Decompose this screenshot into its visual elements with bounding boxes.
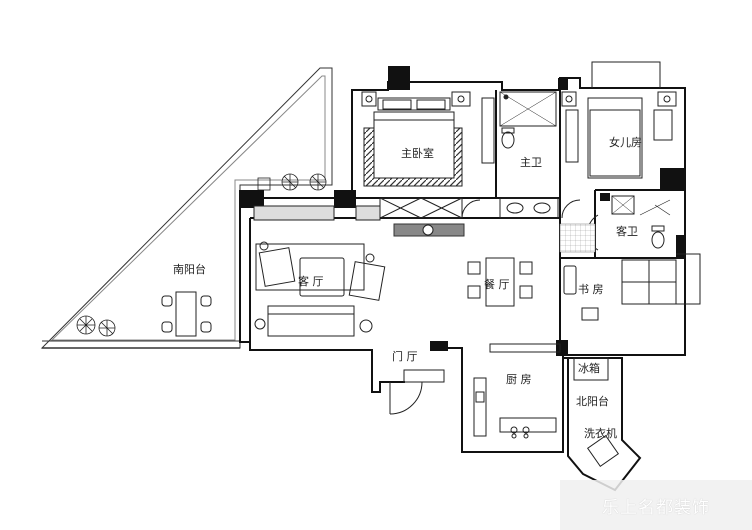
label-north-balcony: 北阳台 bbox=[576, 394, 609, 408]
daughter-room-furniture bbox=[561, 61, 677, 179]
kitchen-fixtures bbox=[473, 343, 561, 439]
watermark: 乐上名都装饰 bbox=[560, 480, 752, 530]
entry-door bbox=[389, 369, 445, 415]
study-furniture bbox=[563, 253, 701, 321]
label-daughter-room: 女儿房 bbox=[609, 135, 642, 149]
label-study: 书 房 bbox=[578, 283, 604, 296]
dining-furniture bbox=[467, 257, 533, 307]
floor-tile-strip bbox=[559, 223, 596, 253]
label-guest-bath: 客卫 bbox=[616, 224, 638, 238]
hallway-cabinets bbox=[379, 109, 581, 219]
label-kitchen: 厨 房 bbox=[506, 373, 532, 386]
label-entry-hall: 门 厅 bbox=[392, 349, 418, 363]
master-bedroom-furniture bbox=[361, 91, 471, 187]
north-balcony-fixtures bbox=[573, 357, 620, 468]
label-master-bedroom: 主卧室 bbox=[401, 146, 434, 160]
master-bath-fixtures bbox=[481, 91, 559, 219]
south-balcony-outline bbox=[40, 67, 333, 349]
label-master-bath: 主卫 bbox=[520, 156, 542, 169]
label-laundry: 洗衣机 bbox=[584, 426, 617, 440]
label-south-balcony: 南阳台 bbox=[173, 262, 206, 276]
balcony-table bbox=[161, 291, 212, 337]
plant-icon bbox=[76, 173, 327, 337]
living-room-furniture bbox=[253, 205, 465, 337]
label-living-room: 客 厅 bbox=[298, 274, 324, 288]
guest-bath-fixtures bbox=[587, 195, 671, 251]
label-dining-room: 餐 厅 bbox=[484, 277, 510, 291]
watermark-text: 乐上名都装饰 bbox=[602, 497, 710, 518]
label-fridge: 冰箱 bbox=[578, 361, 600, 375]
